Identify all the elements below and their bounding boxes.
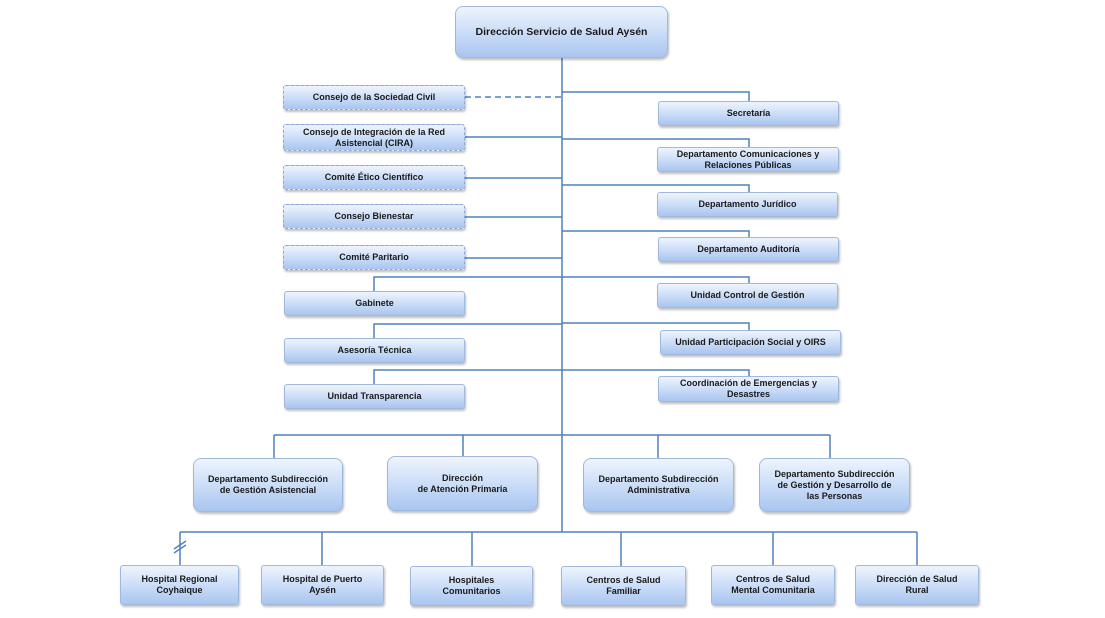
right-staff-box: Coordinación de Emergencias y Desastres xyxy=(658,376,839,402)
break-marker xyxy=(173,540,187,554)
advisory-box: Consejo Bienestar xyxy=(283,204,465,229)
advisory-box: Consejo de Integración de la Red Asisten… xyxy=(283,124,465,151)
network-box: Hospital Regional Coyhaique xyxy=(120,565,239,605)
right-staff-box: Unidad Participación Social y OIRS xyxy=(660,330,841,355)
network-box: Hospitales Comunitarios xyxy=(410,566,533,606)
network-box: Centros de Salud Familiar xyxy=(561,566,686,606)
right-staff-box: Secretaría xyxy=(658,101,839,126)
advisory-box: Consejo de la Sociedad Civil xyxy=(283,85,465,110)
network-box: Dirección de Salud Rural xyxy=(855,565,979,605)
subdirection-box: Dirección de Atención Primaria xyxy=(387,456,538,511)
subdirection-box: Departamento Subdirección Administrativa xyxy=(583,458,734,512)
left-staff-box: Unidad Transparencia xyxy=(284,384,465,409)
top-director-box: Dirección Servicio de Salud Aysén xyxy=(455,6,668,58)
advisory-box: Comité Ético Científico xyxy=(283,165,465,190)
subdirection-box: Departamento Subdirección de Gestión y D… xyxy=(759,458,910,512)
right-staff-box: Unidad Control de Gestión xyxy=(657,283,838,308)
left-staff-box: Gabinete xyxy=(284,291,465,316)
subdirection-box: Departamento Subdirección de Gestión Asi… xyxy=(193,458,343,512)
left-staff-box: Asesoría Técnica xyxy=(284,338,465,363)
right-staff-box: Departamento Comunicaciones y Relaciones… xyxy=(657,147,839,172)
network-box: Centros de Salud Mental Comunitaria xyxy=(711,565,835,605)
right-staff-box: Departamento Jurídico xyxy=(657,192,838,217)
right-staff-box: Departamento Auditoría xyxy=(658,237,839,262)
advisory-box: Comité Paritario xyxy=(283,245,465,270)
network-box: Hospital de Puerto Aysén xyxy=(261,565,384,605)
